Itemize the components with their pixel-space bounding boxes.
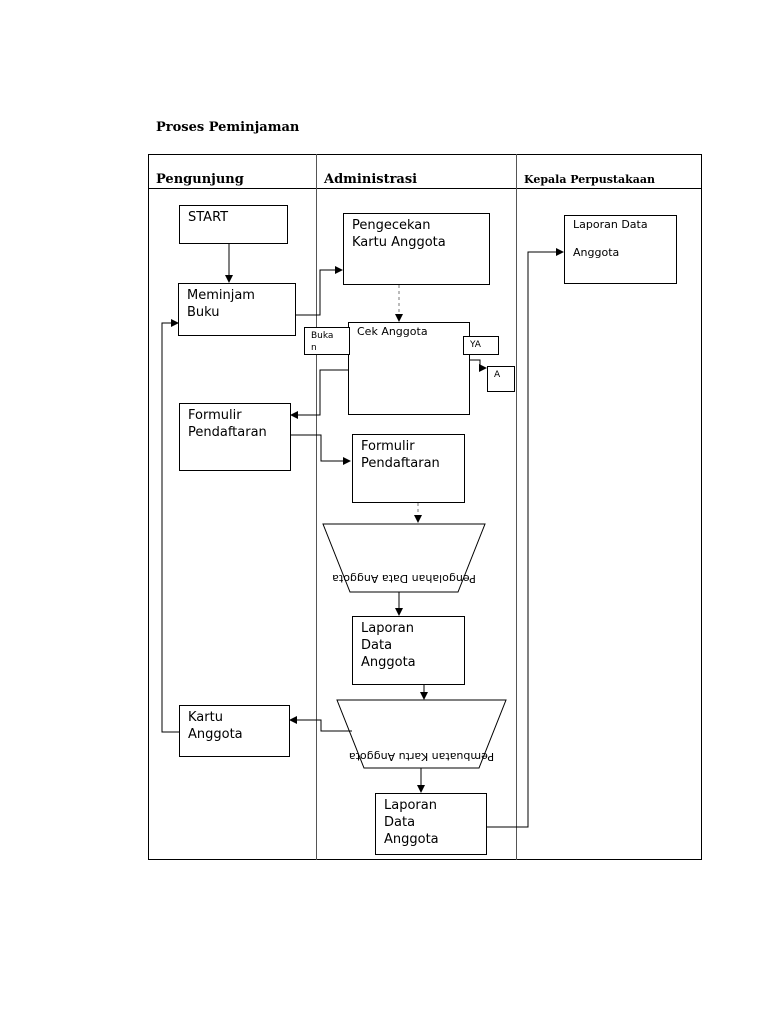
- laporan-data-mid2-node: Laporan Data Anggota: [375, 793, 487, 855]
- pengolahan-shape: [322, 523, 486, 593]
- laporan-data-right-node: Laporan Data Anggota: [564, 215, 677, 284]
- lane-divider-1: [316, 154, 317, 860]
- lane-header-administrasi: Administrasi: [324, 172, 418, 187]
- pembuatan-shape: [336, 699, 507, 769]
- lane-divider-2: [516, 154, 517, 860]
- cek-anggota-node: Cek Anggota: [348, 322, 470, 415]
- page-title: Proses Peminjaman: [156, 120, 300, 135]
- formulir-pendaftaran-mid-node: Formulir Pendaftaran: [352, 434, 465, 503]
- formulir-pendaftaran-left-node: Formulir Pendaftaran: [179, 403, 291, 471]
- lane-header-pengunjung: Pengunjung: [156, 172, 244, 187]
- connector-a: A: [487, 366, 515, 392]
- lane-header-divider: [148, 188, 702, 189]
- lane-header-kepala: Kepala Perpustakaan: [524, 173, 656, 186]
- laporan-data-mid1-node: Laporan Data Anggota: [352, 616, 465, 685]
- bukan-label: Buka n: [304, 327, 350, 355]
- pembuatan-kartu-label: Pembuatan Kartu Anggota: [348, 750, 495, 763]
- kartu-anggota-node: Kartu Anggota: [179, 705, 290, 757]
- ya-label: YA: [463, 336, 499, 355]
- meminjam-buku-node: Meminjam Buku: [178, 283, 296, 336]
- pengolahan-data-label: Pengolahan Data Anggota: [332, 572, 476, 585]
- swimlane-frame: [148, 154, 702, 860]
- pengecekan-kartu-node: Pengecekan Kartu Anggota: [343, 213, 490, 285]
- start-node: START: [179, 205, 288, 244]
